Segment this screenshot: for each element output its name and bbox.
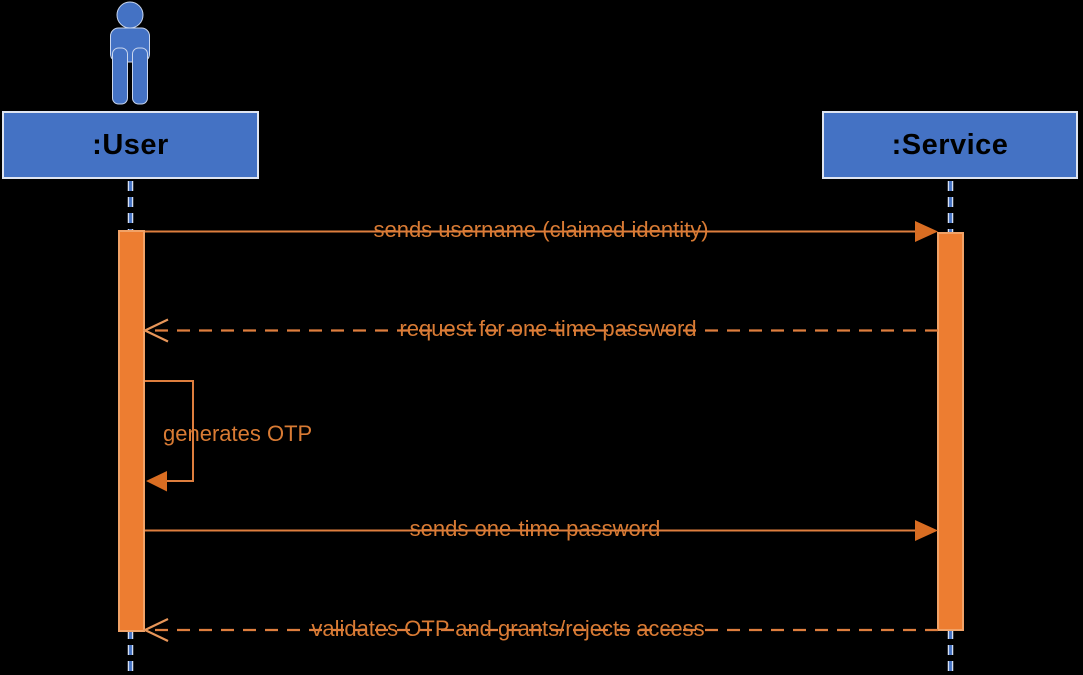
message-1-arrowhead-icon xyxy=(915,221,938,242)
message-4-label: sends one-time password xyxy=(409,516,661,541)
actor-left-leg xyxy=(112,47,128,105)
participant-label-user: :User xyxy=(92,128,169,161)
message-3-line xyxy=(145,380,194,482)
service-activation-bar xyxy=(937,232,964,631)
user-actor-icon xyxy=(110,1,150,105)
message-2-open-arrowhead-icon xyxy=(142,318,169,343)
message-2-arrow xyxy=(142,318,938,343)
message-2-label: request for one-time password xyxy=(399,316,697,341)
message-3-label: generates OTP xyxy=(163,421,313,446)
actor-head xyxy=(116,1,144,29)
participant-label-service: :Service xyxy=(891,128,1009,161)
participant-header-user: :User xyxy=(2,111,259,179)
message-5-label: validates OTP and grants/rejects access xyxy=(311,616,705,641)
message-4-arrow xyxy=(145,520,938,541)
message-3-self-arrow xyxy=(145,380,194,492)
user-activation-bar xyxy=(118,230,145,632)
participant-header-service: :Service xyxy=(822,111,1078,179)
message-5-open-arrowhead-icon xyxy=(142,618,169,642)
message-3-arrowhead-icon xyxy=(146,471,167,492)
message-4-arrowhead-icon xyxy=(915,520,938,541)
message-5-arrow xyxy=(142,618,938,642)
actor-right-leg xyxy=(132,47,148,105)
message-1-label: sends username (claimed identity) xyxy=(373,217,709,242)
message-1-arrow xyxy=(145,221,938,242)
